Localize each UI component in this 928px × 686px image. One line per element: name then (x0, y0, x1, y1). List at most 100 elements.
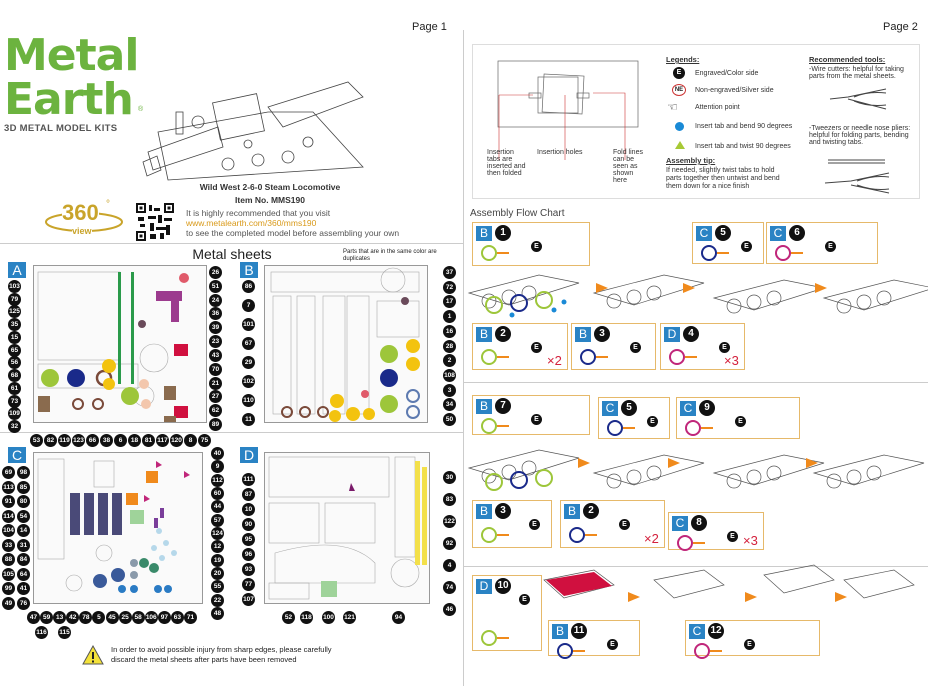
part-number: 21 (209, 376, 222, 390)
part-number: 60 (211, 487, 224, 500)
part-sketch (481, 245, 509, 261)
tool-wire-cutters: -Wire cutters: helpful for taking parts … (809, 66, 904, 80)
part-number: 40 (211, 447, 224, 460)
part-number: 76 (17, 596, 30, 610)
part-number: 4 (443, 559, 456, 572)
part-number: 79 (8, 292, 21, 306)
part-number: 72 (443, 280, 456, 294)
brand-tagline: 3D METAL MODEL KITS (4, 123, 118, 134)
metal-sheets-title: Metal sheets (192, 246, 272, 262)
part-number: 1 (443, 310, 456, 324)
part-number: 120 (170, 434, 183, 447)
brand-logo-earth: Earth (4, 74, 134, 125)
assembly-step-6: C 6 E (766, 222, 878, 264)
engraved-badge-icon: E (647, 416, 658, 427)
part-number: 42 (66, 611, 80, 624)
part-number: 110 (242, 394, 255, 407)
legend-bend: Insert tab and bend 90 degrees (695, 123, 793, 130)
flow-arrow-icon (815, 283, 827, 293)
assembly-step-5: C 5 E (598, 397, 670, 439)
blue-dot-icon (675, 122, 684, 131)
engraved-badge-icon: E (727, 531, 738, 542)
part-number: 115 (58, 626, 71, 639)
legend-panel: Insertion tabs are inserted and then fol… (472, 44, 920, 199)
part-number: 82 (44, 434, 57, 447)
assembly-tip-title: Assembly tip: (666, 156, 716, 165)
part-number: 63 (170, 611, 184, 624)
part-number: 43 (209, 348, 222, 362)
part-number: 62 (209, 404, 222, 418)
engraved-badge-icon: E (744, 639, 755, 650)
part-sketch (557, 643, 585, 659)
part-number: 20 (211, 567, 224, 580)
tool-tweezers: -Tweezers or needle nose pliers: helpful… (809, 125, 911, 146)
fold-lines-caption: Fold lines can be seen as shown here (613, 149, 643, 184)
part-number: 91 (2, 495, 15, 508)
divider (0, 432, 464, 433)
assembly-step-11: B 11 E (548, 620, 640, 659)
qr-code[interactable] (136, 203, 174, 241)
assembly-step-5: C 5 E (692, 222, 764, 264)
part-number: 15 (8, 330, 21, 344)
tools-title: Recommended tools: (809, 55, 886, 64)
assembly-step-8: C 8 E ×3 (668, 512, 764, 551)
part-number: 50 (443, 413, 456, 426)
part-number: 92 (443, 537, 456, 550)
sheet-letter-badge: C (689, 624, 705, 639)
part-number: 118 (300, 611, 313, 624)
engraved-badge-icon: E (531, 342, 542, 353)
pliers-icon (824, 159, 890, 194)
sheet-letter-badge: B (476, 504, 492, 519)
engraved-badge-icon: E (630, 342, 641, 353)
engraved-badge-icon: E (531, 241, 542, 252)
assembly-step-2: B 2 E ×2 (560, 500, 665, 548)
insertion-holes-caption: Insertion holes (537, 149, 583, 156)
part-sketch (481, 418, 509, 434)
sheet-letter-badge: C (680, 401, 696, 416)
flow-arrow-icon (668, 458, 680, 468)
step-number-badge: 9 (699, 400, 715, 416)
part-number: 23 (209, 335, 222, 349)
model-360-link[interactable]: www.metalearth.com/360/mms190 (186, 218, 317, 228)
part-number: 73 (8, 394, 21, 408)
part-number: 11 (242, 413, 255, 426)
step-number-badge: 5 (621, 400, 637, 416)
part-number: 108 (443, 368, 456, 382)
sheet-letter-badge: C (602, 401, 618, 416)
quantity-multiplier: ×2 (644, 531, 659, 546)
divider (464, 382, 928, 383)
divider (0, 243, 464, 244)
part-number: 122 (443, 515, 456, 528)
assembly-step-2: B 2 E ×2 (472, 323, 568, 370)
part-number: 74 (443, 581, 456, 594)
part-number: 90 (242, 518, 255, 531)
part-number: 98 (17, 466, 30, 479)
quantity-multiplier: ×3 (724, 353, 739, 368)
part-number: 53 (30, 434, 43, 447)
part-sketch (775, 245, 803, 261)
part-number: 56 (8, 356, 21, 370)
part-sketch (685, 420, 713, 436)
part-sketch (481, 349, 509, 365)
part-sketch (694, 643, 722, 659)
assembly-step-3: B 3 E (571, 323, 656, 370)
part-number: 17 (443, 295, 456, 309)
insertion-tabs-caption: Insertion tabs are inserted and then fol… (487, 149, 526, 177)
step-number-badge: 1 (495, 225, 511, 241)
part-number: 105 (2, 567, 15, 581)
part-number: 65 (8, 343, 21, 357)
part-number: 114 (2, 509, 15, 523)
engraved-badge-icon: E (519, 594, 530, 605)
part-number: 68 (8, 369, 21, 383)
part-number: 81 (142, 434, 155, 447)
part-number: 22 (211, 593, 224, 607)
part-number: 9 (211, 460, 224, 474)
part-number: 107 (242, 593, 255, 606)
assembly-flow-title: Assembly Flow Chart (470, 208, 565, 219)
part-number: 13 (53, 611, 67, 624)
part-sketch (607, 420, 635, 436)
sheet-letter-badge: C (696, 226, 712, 241)
view-360-logo[interactable]: 360 ° view (42, 199, 126, 238)
sheet-letter-badge: B (575, 327, 591, 342)
flow-arrow-icon (596, 283, 608, 293)
